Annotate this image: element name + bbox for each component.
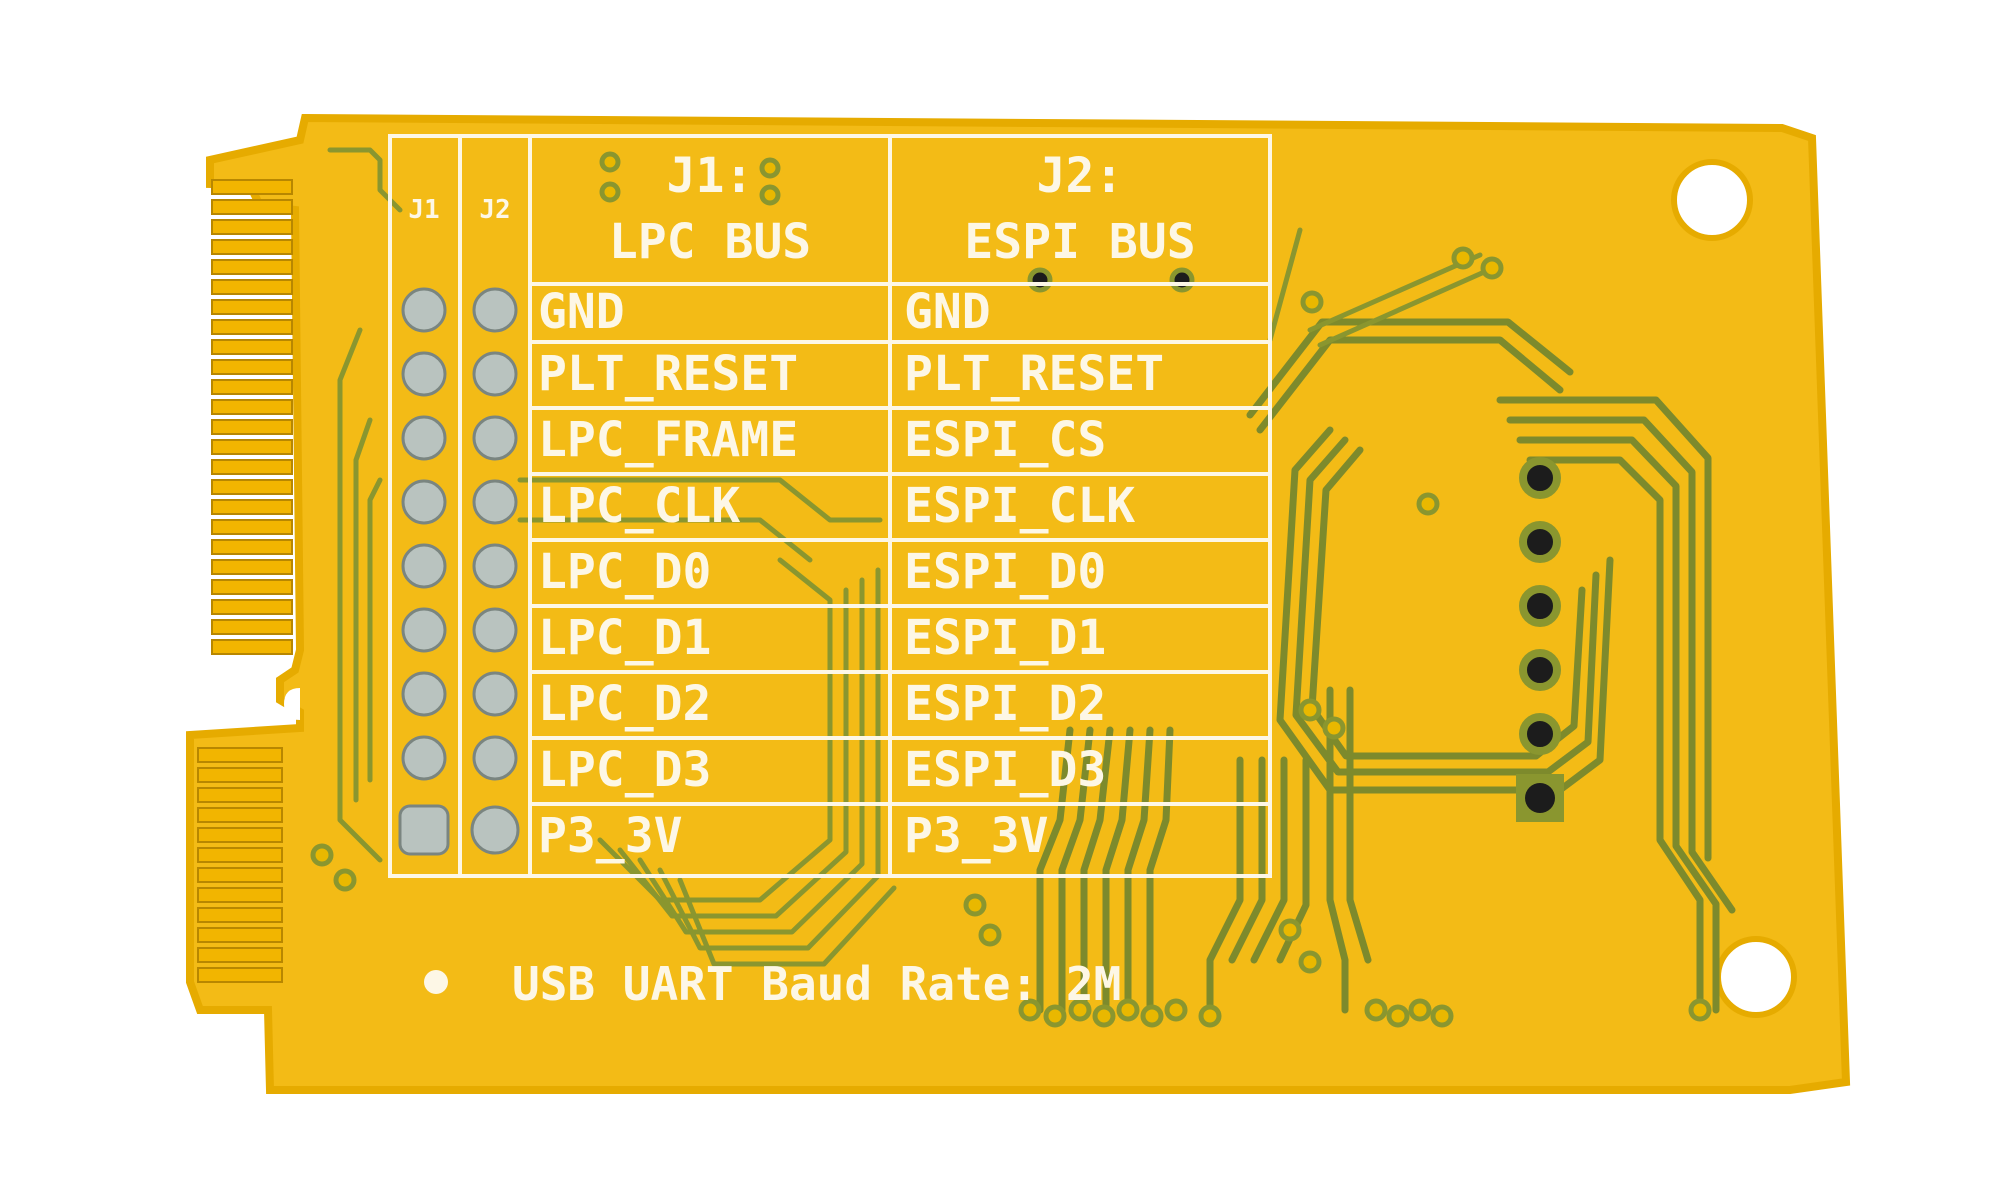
footer-baud-note: USB UART Baud Rate: 2M (512, 957, 1121, 1011)
lpc-signal-label: LPC_FRAME (538, 412, 798, 468)
signal-table: GND GND PLT_RESET PLT_RESET LPC_FRAME ES… (538, 284, 1164, 864)
pin1-marker-dot (424, 970, 448, 994)
lpc-signal-label: LPC_CLK (538, 478, 740, 534)
hole-small-2 (1169, 267, 1195, 293)
lpc-signal-label: LPC_D2 (538, 676, 711, 732)
mounting-hole-top (1671, 159, 1753, 241)
pin-header-j1 (398, 287, 450, 856)
uart-header (1516, 457, 1564, 822)
lpc-signal-label: PLT_RESET (538, 346, 798, 402)
espi-signal-label: ESPI_CLK (904, 478, 1135, 534)
edge-connector-bottom (197, 747, 283, 983)
hole-small-1 (1027, 267, 1053, 293)
lpc-signal-label: LPC_D1 (538, 610, 711, 666)
pin-header-j2 (470, 287, 520, 855)
copper-traces (327, 147, 1736, 1014)
espi-signal-label: PLT_RESET (904, 346, 1164, 402)
espi-signal-label: P3_3V (904, 808, 1049, 864)
espi-signal-label: ESPI_D3 (904, 742, 1106, 798)
lpc-signal-label: GND (538, 284, 625, 340)
j2-subtitle: ESPI BUS (964, 214, 1195, 270)
espi-signal-label: ESPI_D2 (904, 676, 1106, 732)
espi-signal-label: ESPI_D1 (904, 610, 1106, 666)
edge-connector-top (211, 179, 293, 655)
j2-title: J2: (1037, 148, 1124, 204)
vias (310, 151, 1712, 1028)
espi-signal-label: ESPI_D0 (904, 544, 1106, 600)
j1-subtitle: LPC BUS (609, 214, 811, 270)
header-label-j1: J1 (408, 195, 439, 225)
lpc-signal-label: LPC_D3 (538, 742, 711, 798)
lpc-signal-label: LPC_D0 (538, 544, 711, 600)
j1-title: J1: (667, 148, 754, 204)
mounting-hole-bottom (1715, 936, 1797, 1018)
espi-signal-label: GND (904, 284, 991, 340)
espi-signal-label: ESPI_CS (904, 412, 1106, 468)
lpc-signal-label: P3_3V (538, 808, 683, 864)
header-label-j2: J2 (479, 195, 510, 225)
silkscreen-frame (388, 134, 1272, 878)
card-edge-notch (284, 688, 300, 720)
